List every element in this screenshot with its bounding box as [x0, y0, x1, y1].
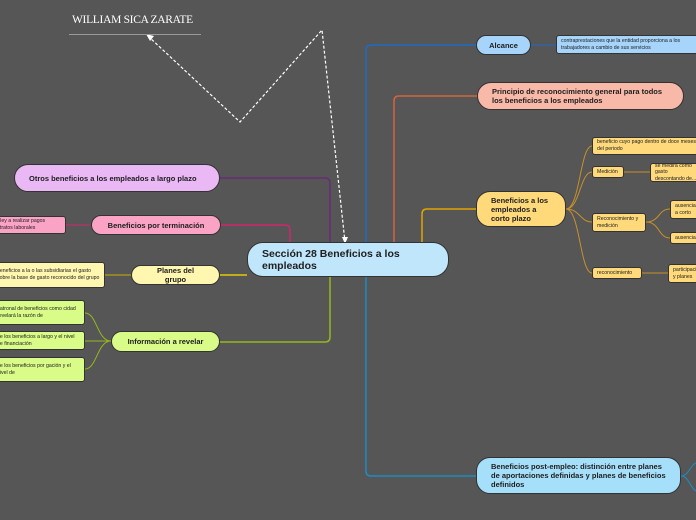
edge-terminacion	[221, 224, 291, 262]
topic-otros-label: Otros beneficios a los empleados a largo…	[29, 173, 197, 183]
topic-alcance-label: Alcance	[489, 40, 518, 50]
edge-corto-plazo	[421, 208, 476, 260]
informacion-detail-1[interactable]: patronal de beneficios como cidad revela…	[0, 300, 85, 325]
corto-ausencias-2-label: ausencias	[675, 234, 696, 241]
topic-post-empleo[interactable]: Beneficios post-empleo: distinción entre…	[476, 457, 681, 494]
corto-reconocimiento-label: reconocimiento	[597, 269, 633, 276]
terminacion-detail-label: r ley a realizar pagos ntratos laborales	[0, 218, 46, 231]
edge-principio	[393, 95, 477, 260]
edge-otros	[220, 177, 331, 262]
dashed-arrow-connector	[147, 28, 346, 243]
edge-post-empleo-children	[680, 462, 696, 492]
corto-beneficio-pago[interactable]: beneficio cuyo pago dentro de doce meses…	[592, 137, 696, 155]
topic-planes-grupo[interactable]: Planes del grupo	[131, 265, 220, 285]
edge-post-empleo	[365, 262, 476, 477]
edge-reconocimiento-children	[645, 208, 671, 239]
alcance-detail[interactable]: contraprestaciones que la entidad propor…	[556, 35, 696, 54]
corto-ausencias-2[interactable]: ausencias	[670, 232, 696, 244]
topic-principio-reconocimiento[interactable]: Principio de reconocimiento general para…	[477, 82, 684, 110]
alcance-detail-label: contraprestaciones que la entidad propor…	[561, 37, 681, 51]
edge-informacion	[220, 262, 331, 343]
corto-reconocimiento-medicion[interactable]: Reconocimiento y medición	[592, 213, 646, 232]
topic-terminacion[interactable]: Beneficios por terminación	[91, 215, 221, 235]
author-name: WILLIAM SICA ZARATE	[72, 14, 193, 26]
informacion-detail-3-label: de los beneficios por gación y el nivel …	[0, 362, 71, 376]
planes-grupo-detail[interactable]: beneficios a la o las subsidiarias el ga…	[0, 262, 105, 288]
corto-medicion-detail[interactable]: se medirá como gasto descontando de...	[650, 163, 696, 182]
corto-reconocimiento-medicion-label: Reconocimiento y medición	[597, 215, 639, 229]
planes-grupo-detail-label: beneficios a la o las subsidiarias el ga…	[0, 268, 100, 281]
corto-medicion[interactable]: Medición	[592, 166, 624, 178]
informacion-detail-2[interactable]: de los beneficios a largo y el nivel de …	[0, 331, 85, 350]
central-topic-label: Sección 28 Beneficios a los empleados	[262, 247, 400, 272]
corto-participacion-label: participación y planes	[673, 266, 696, 280]
author-underline	[69, 34, 201, 35]
corto-reconocimiento[interactable]: reconocimiento	[592, 267, 642, 279]
central-topic[interactable]: Sección 28 Beneficios a los empleados	[247, 242, 449, 277]
edge-corto-children	[565, 145, 593, 274]
topic-corto-plazo-label: Beneficios a los empleados a corto plazo	[491, 195, 549, 223]
corto-beneficio-pago-label: beneficio cuyo pago dentro de doce meses…	[597, 139, 696, 152]
topic-planes-grupo-label: Planes del grupo	[156, 266, 195, 284]
topic-corto-plazo[interactable]: Beneficios a los empleados a corto plazo	[476, 191, 566, 227]
edge-alcance	[365, 44, 476, 260]
topic-terminacion-label: Beneficios por terminación	[107, 220, 205, 230]
edge-informacion-details	[84, 312, 112, 370]
arrowhead-top	[146, 34, 154, 41]
corto-medicion-label: Medición	[597, 168, 618, 175]
corto-participacion[interactable]: participación y planes	[668, 264, 696, 283]
topic-informacion-revelar[interactable]: Información a revelar	[111, 331, 220, 352]
informacion-detail-3[interactable]: de los beneficios por gación y el nivel …	[0, 357, 85, 382]
topic-post-empleo-label: Beneficios post-empleo: distinción entre…	[491, 462, 666, 489]
topic-principio-label: Principio de reconocimiento general para…	[492, 87, 663, 105]
corto-medicion-detail-label: se medirá como gasto descontando de...	[655, 163, 696, 182]
corto-ausencias-1-label: ausencias a corto	[675, 202, 696, 216]
informacion-detail-2-label: de los beneficios a largo y el nivel de …	[0, 333, 75, 347]
topic-informacion-label: Información a revelar	[127, 337, 204, 346]
corto-ausencias-1[interactable]: ausencias a corto	[670, 200, 696, 219]
terminacion-detail[interactable]: r ley a realizar pagos ntratos laborales	[0, 216, 66, 234]
informacion-detail-1-label: patronal de beneficios como cidad revela…	[0, 305, 76, 319]
topic-alcance[interactable]: Alcance	[476, 35, 531, 55]
topic-otros-largo-plazo[interactable]: Otros beneficios a los empleados a largo…	[14, 164, 220, 192]
arrowhead-bottom	[342, 237, 348, 244]
